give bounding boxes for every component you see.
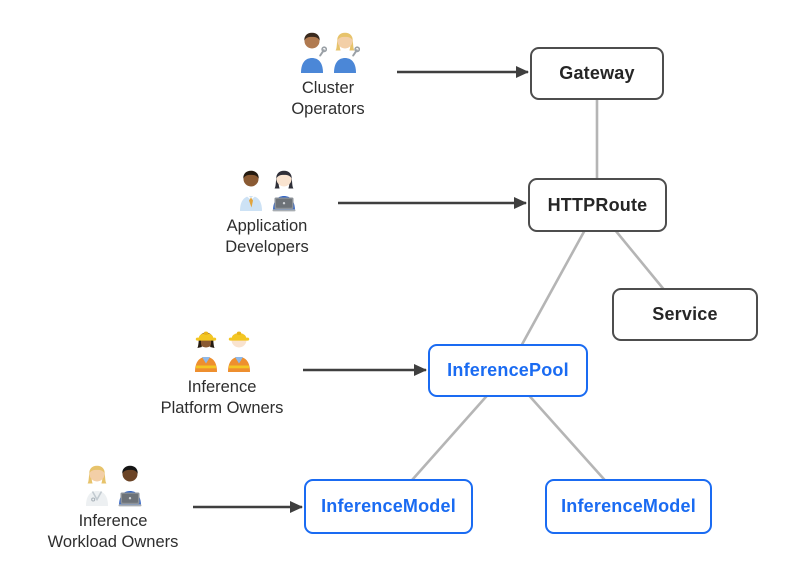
node-gateway-label: Gateway bbox=[559, 63, 635, 83]
inference-platform-owners-emoji-pair bbox=[147, 327, 297, 373]
label-line: Platform Owners bbox=[160, 399, 284, 417]
person-icon bbox=[194, 331, 217, 372]
cluster-operators-label: Cluster Operators bbox=[253, 78, 403, 120]
node-gateway: Gateway bbox=[530, 47, 664, 100]
label-line: Operators bbox=[291, 100, 365, 118]
inference-workload-owners-label: Inference Workload Owners bbox=[38, 511, 188, 553]
node-httproute: HTTPRoute bbox=[528, 178, 667, 232]
node-inferencemodel-right: InferenceModel bbox=[545, 479, 712, 534]
node-inferencemodel-left-label: InferenceModel bbox=[321, 496, 456, 516]
label-line: Application bbox=[226, 217, 308, 235]
label-line: Cluster bbox=[301, 79, 355, 97]
node-service-label: Service bbox=[652, 304, 718, 324]
application-developers-label: Application Developers bbox=[192, 216, 342, 258]
label-line: Developers bbox=[225, 238, 309, 256]
person-icon bbox=[333, 32, 360, 73]
node-inferencepool-label: InferencePool bbox=[447, 360, 569, 380]
actor-inference-platform-owners: Inference Platform Owners bbox=[147, 327, 297, 419]
label-line: Inference bbox=[187, 378, 257, 396]
node-inferencemodel-left: InferenceModel bbox=[304, 479, 473, 534]
edge-httproute-inferencepool bbox=[506, 207, 599, 371]
node-httproute-label: HTTPRoute bbox=[547, 194, 648, 215]
actor-cluster-operators: Cluster Operators bbox=[253, 28, 403, 120]
person-icon bbox=[85, 465, 108, 506]
label-line: Workload Owners bbox=[47, 533, 179, 551]
person-icon bbox=[300, 32, 327, 73]
person-icon bbox=[239, 170, 262, 211]
actor-application-developers: Application Developers bbox=[192, 166, 342, 258]
person-icon bbox=[118, 465, 141, 507]
label-line: Inference bbox=[78, 512, 148, 530]
inference-platform-owners-label: Inference Platform Owners bbox=[147, 377, 297, 419]
application-developers-emoji-pair bbox=[192, 166, 342, 212]
person-icon bbox=[227, 331, 250, 372]
inference-workload-owners-emoji-pair bbox=[38, 461, 188, 507]
node-service: Service bbox=[612, 288, 758, 341]
actor-inference-workload-owners: Inference Workload Owners bbox=[38, 461, 188, 553]
person-icon bbox=[272, 170, 295, 212]
node-inferencepool: InferencePool bbox=[428, 344, 588, 397]
cluster-operators-emoji-pair bbox=[253, 28, 403, 74]
node-inferencemodel-right-label: InferenceModel bbox=[561, 496, 696, 516]
